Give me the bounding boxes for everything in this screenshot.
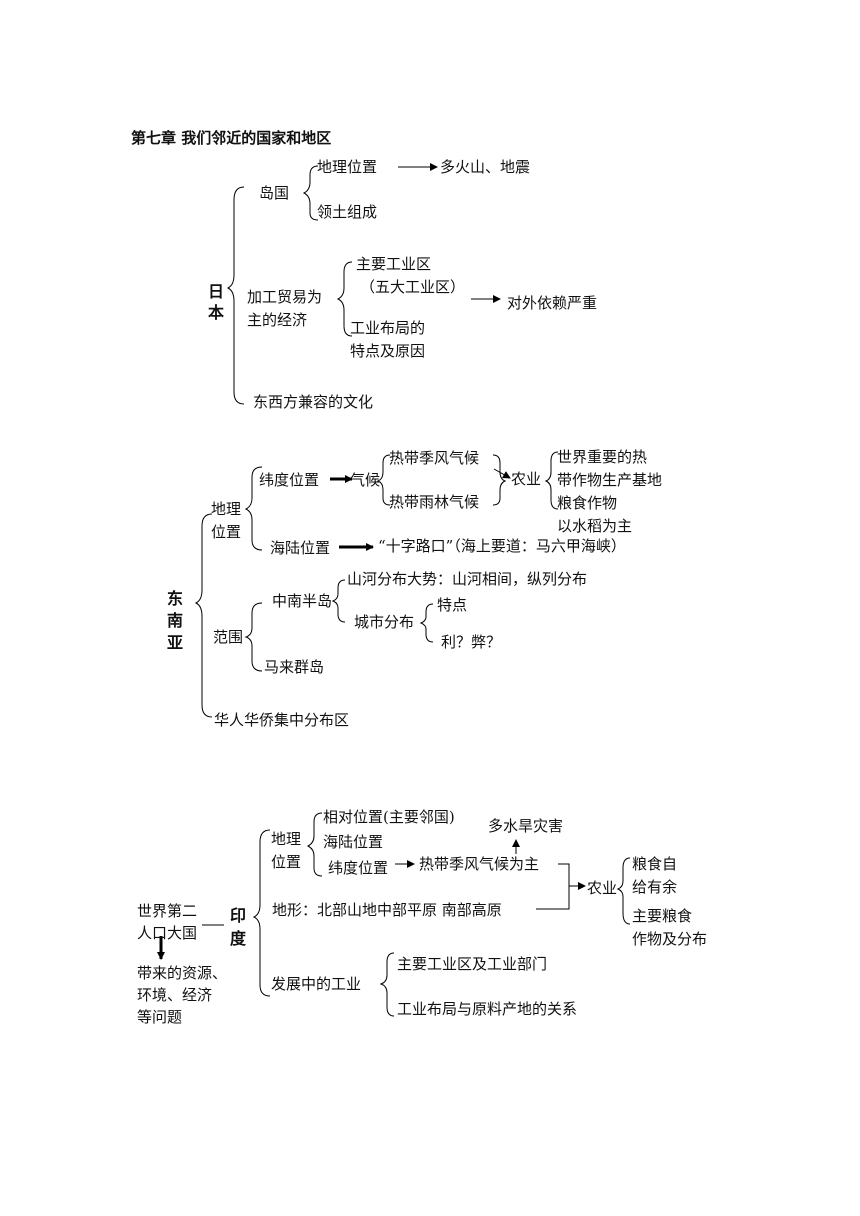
sea-agri-note-1: 世界重要的热 xyxy=(557,448,648,466)
india-monsoon-node: 热带季风气候为主 xyxy=(419,855,540,873)
india-crops-line-2: 作物及分布 xyxy=(632,930,708,948)
japan-culture-node: 东西方兼容的文化 xyxy=(253,393,374,411)
japan-volcano-node: 多火山、地震 xyxy=(440,158,531,176)
sea-root-brace xyxy=(194,513,213,718)
sea-agri-note-4: 以水稻为主 xyxy=(557,517,633,535)
india-root-brace xyxy=(252,829,271,997)
india-geo-line-2: 位置 xyxy=(271,853,302,871)
sea-peninsula-node: 中南半岛 xyxy=(272,592,333,610)
india-problems-line-3: 等问题 xyxy=(137,1008,183,1026)
india-geo-brace xyxy=(306,812,323,877)
page-title: 第七章 我们邻近的国家和地区 xyxy=(131,129,332,147)
sea-mountains-node: 山河分布大势：山河相间，纵列分布 xyxy=(347,570,588,588)
india-disaster-node: 多水旱灾害 xyxy=(488,817,564,835)
india-agriculture-node: 农业 xyxy=(587,879,618,897)
sea-chinese-node: 华人华侨集中分布区 xyxy=(214,711,350,729)
sea-crossroads-node: “十字路口”（海上要道：马六甲海峡） xyxy=(378,537,626,555)
cities-brace xyxy=(419,603,434,643)
sea-root-char-1: 东 xyxy=(167,589,184,608)
india-ind-layout-node: 工业布局与原料产地的关系 xyxy=(397,1000,578,1018)
sea-rainforest-node: 热带雨林气候 xyxy=(389,493,480,511)
india-agri-brace xyxy=(616,857,631,925)
sea-monsoon-node: 热带季风气候 xyxy=(389,449,480,467)
agri-join xyxy=(536,863,570,910)
japan-industrial-zone-line-2: （五大工业区） xyxy=(360,278,466,296)
india-latitude-node: 纬度位置 xyxy=(328,859,389,877)
sea-root-char-2: 南 xyxy=(167,611,184,630)
climate-right-brace xyxy=(492,454,507,506)
india-crops-line-1: 主要粮食 xyxy=(632,907,693,925)
sea-agri-note-3: 粮食作物 xyxy=(557,494,618,512)
japan-territory-node: 领土组成 xyxy=(317,203,378,221)
india-population-line-1: 世界第二 xyxy=(137,902,198,920)
india-industry-node: 发展中的工业 xyxy=(271,975,362,993)
sea-geo-brace xyxy=(244,466,263,551)
sea-sea-land-node: 海陆位置 xyxy=(270,539,331,557)
japan-root-char-1: 日 xyxy=(208,282,225,301)
india-problems-line-2: 环境、经济 xyxy=(137,986,213,1004)
japan-root-brace xyxy=(226,186,245,405)
sea-malay-node: 马来群岛 xyxy=(264,658,325,676)
sea-latitude-node: 纬度位置 xyxy=(259,471,320,489)
sea-root-char-3: 亚 xyxy=(167,633,184,652)
peninsula-brace xyxy=(331,579,346,623)
india-root-char-1: 印 xyxy=(230,906,247,925)
japan-dependence-node: 对外依赖严重 xyxy=(507,294,598,312)
japan-root-char-2: 本 xyxy=(208,303,225,322)
india-ind-zone-node: 主要工业区及工业部门 xyxy=(397,955,548,973)
sea-geo-line-2: 位置 xyxy=(211,523,242,541)
japan-island-node: 岛国 xyxy=(259,184,290,202)
japan-economy-line-1: 加工贸易为 xyxy=(247,288,323,306)
agri-notes-brace xyxy=(544,451,559,510)
climate-brace xyxy=(376,454,391,506)
india-root-char-2: 度 xyxy=(230,929,247,948)
island-brace xyxy=(302,165,319,221)
sea-cities-node: 城市分布 xyxy=(354,613,415,631)
japan-geo-position-node: 地理位置 xyxy=(317,158,378,176)
sea-pros-cons-node: 利？弊？ xyxy=(441,633,502,651)
india-sea-land-node: 海陆位置 xyxy=(323,833,384,851)
japan-layout-line-2: 特点及原因 xyxy=(350,342,426,360)
india-population-line-2: 人口大国 xyxy=(137,924,198,942)
sea-agriculture-node: 农业 xyxy=(511,470,542,488)
sea-features-node: 特点 xyxy=(437,596,468,614)
india-grain-line-1: 粮食自 xyxy=(632,855,678,873)
india-geo-line-1: 地理 xyxy=(271,830,302,848)
economy-brace xyxy=(336,261,353,337)
sea-agri-note-2: 带作物生产基地 xyxy=(557,471,663,489)
japan-industrial-zone-line-1: 主要工业区 xyxy=(356,255,432,273)
sea-climate-node: 气候 xyxy=(350,471,381,489)
sea-range-node: 范围 xyxy=(213,628,244,646)
agriculture-arrow xyxy=(493,468,511,479)
india-problems-line-1: 带来的资源、 xyxy=(137,964,228,982)
japan-layout-line-1: 工业布局的 xyxy=(350,319,426,337)
india-grain-line-2: 给有余 xyxy=(632,878,678,896)
india-relative-node: 相对位置(主要邻国) xyxy=(323,808,455,826)
japan-economy-line-2: 主的经济 xyxy=(247,311,308,329)
sea-geo-line-1: 地理 xyxy=(211,500,242,518)
india-terrain-node: 地形：北部山地中部平原 南部高原 xyxy=(272,901,502,919)
range-brace xyxy=(244,602,263,672)
industry-brace xyxy=(379,952,395,1017)
